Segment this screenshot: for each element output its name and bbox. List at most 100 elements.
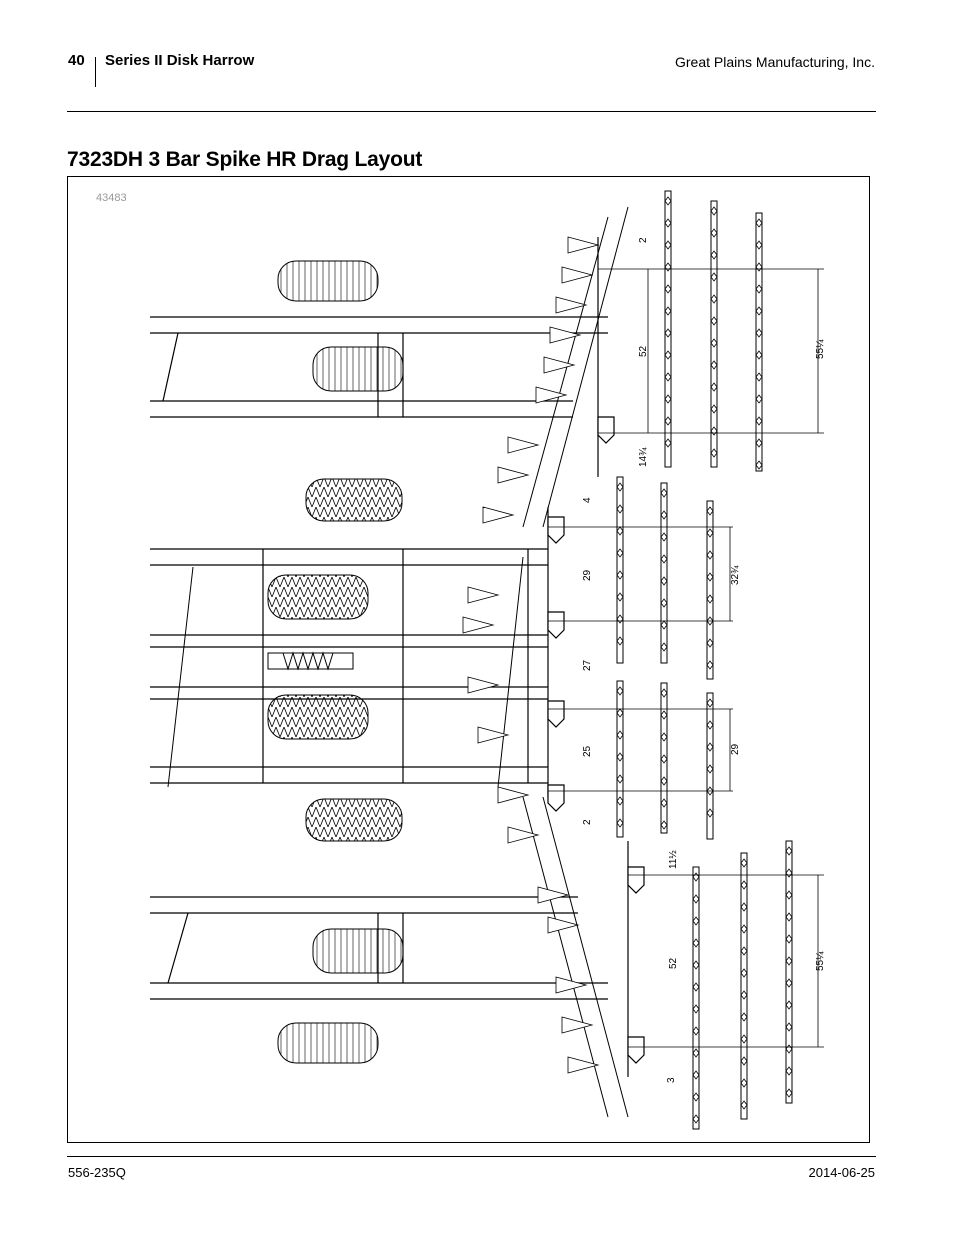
footer-rule xyxy=(67,1156,876,1157)
dim-bottom-spacing: 52 xyxy=(668,957,679,969)
spike-tooth xyxy=(664,372,672,382)
spike-tooth xyxy=(692,894,700,904)
spike-tooth xyxy=(660,688,668,698)
spike-tooth xyxy=(785,1088,793,1098)
spike-tooth xyxy=(660,776,668,786)
spike-tooth xyxy=(755,350,763,360)
spike-tooth xyxy=(660,598,668,608)
disk-blades xyxy=(462,236,600,1074)
spike-tooth xyxy=(616,752,624,762)
spike-tooth xyxy=(616,686,624,696)
dim-top-offset: 14¾ xyxy=(638,447,649,467)
spike-tooth xyxy=(710,206,718,216)
spike-tooth xyxy=(706,660,714,670)
spike-bars xyxy=(616,190,793,1130)
spike-tooth xyxy=(692,982,700,992)
spike-tooth xyxy=(785,912,793,922)
spike-tooth xyxy=(692,916,700,926)
layout-figure: 43483 xyxy=(67,176,870,1143)
spike-tooth xyxy=(692,1070,700,1080)
dim-center-end-gap: 2 xyxy=(582,819,593,825)
spike-tooth xyxy=(755,328,763,338)
spike-tooth xyxy=(710,228,718,238)
spike-tooth xyxy=(710,360,718,370)
center-hitch xyxy=(267,651,354,671)
spike-tooth xyxy=(692,1004,700,1014)
spike-tooth xyxy=(664,240,672,250)
spike-tooth xyxy=(660,820,668,830)
spike-tooth xyxy=(785,956,793,966)
spike-tooth xyxy=(616,796,624,806)
spike-tooth xyxy=(664,306,672,316)
spike-tooth xyxy=(706,698,714,708)
spike-tooth xyxy=(706,742,714,752)
spike-tooth xyxy=(706,572,714,582)
spike-tooth xyxy=(740,946,748,956)
spacing-lines xyxy=(548,268,824,1048)
spike-tooth xyxy=(660,576,668,586)
spike-tooth xyxy=(616,730,624,740)
page-title: 7323DH 3 Bar Spike HR Drag Layout xyxy=(67,148,423,171)
drag-layout-drawing: 2 52 55¼ 14¾ 4 29 32¾ 27 25 29 2 11½ 52 … xyxy=(150,190,826,1130)
spike-tooth xyxy=(755,240,763,250)
spike-tooth xyxy=(785,890,793,900)
spike-tooth xyxy=(616,592,624,602)
spike-tooth xyxy=(740,1056,748,1066)
spike-tooth xyxy=(664,196,672,206)
spike-tooth xyxy=(740,1100,748,1110)
dim-top-spacing: 52 xyxy=(638,345,649,357)
spike-tooth xyxy=(706,506,714,516)
dim-center-spacing-1: 29 xyxy=(582,569,593,581)
spike-tooth xyxy=(660,754,668,764)
dim-center-width-1: 32¾ xyxy=(730,565,741,585)
disk-gangs xyxy=(167,206,629,1118)
spike-tooth xyxy=(692,1114,700,1124)
company-name: Great Plains Manufacturing, Inc. xyxy=(675,54,875,70)
spike-tooth xyxy=(616,526,624,536)
spike-tooth xyxy=(740,880,748,890)
spike-tooth xyxy=(785,1066,793,1076)
spike-tooth xyxy=(664,416,672,426)
dim-top-gap: 2 xyxy=(638,237,649,243)
drag-mounts xyxy=(547,237,645,1077)
spike-tooth xyxy=(755,438,763,448)
spike-tooth xyxy=(785,978,793,988)
dim-top-width: 55¼ xyxy=(814,339,826,359)
doc-number: 556-235Q xyxy=(68,1165,126,1180)
spike-tooth xyxy=(692,1092,700,1102)
wheels xyxy=(267,260,404,1064)
spike-tooth xyxy=(740,1012,748,1022)
spike-tooth xyxy=(755,460,763,470)
spike-tooth xyxy=(660,620,668,630)
spike-tooth xyxy=(785,934,793,944)
spike-tooth xyxy=(692,960,700,970)
spike-tooth xyxy=(740,924,748,934)
spike-tooth xyxy=(616,482,624,492)
spike-tooth xyxy=(664,350,672,360)
dimension-labels: 2 52 55¼ 14¾ 4 29 32¾ 27 25 29 2 11½ 52 … xyxy=(582,237,826,1083)
spike-tooth xyxy=(706,808,714,818)
spike-tooth xyxy=(664,218,672,228)
spike-tooth xyxy=(740,858,748,868)
spike-tooth xyxy=(660,732,668,742)
spike-tooth xyxy=(706,720,714,730)
spike-tooth xyxy=(692,938,700,948)
dim-center-spacing-2: 27 xyxy=(582,659,593,671)
spike-tooth xyxy=(710,294,718,304)
spike-tooth xyxy=(785,846,793,856)
spike-tooth xyxy=(710,382,718,392)
spike-tooth xyxy=(616,818,624,828)
spike-tooth xyxy=(692,1048,700,1058)
spike-tooth xyxy=(664,438,672,448)
spike-tooth xyxy=(755,416,763,426)
doc-date: 2014-06-25 xyxy=(808,1165,876,1180)
spike-tooth xyxy=(740,1034,748,1044)
dim-bottom-width: 55¼ xyxy=(814,951,826,971)
spike-tooth xyxy=(660,510,668,520)
spike-tooth xyxy=(710,272,718,282)
spike-tooth xyxy=(664,284,672,294)
spike-tooth xyxy=(706,764,714,774)
spike-tooth xyxy=(785,1022,793,1032)
spike-tooth xyxy=(740,1078,748,1088)
spike-tooth xyxy=(706,550,714,560)
